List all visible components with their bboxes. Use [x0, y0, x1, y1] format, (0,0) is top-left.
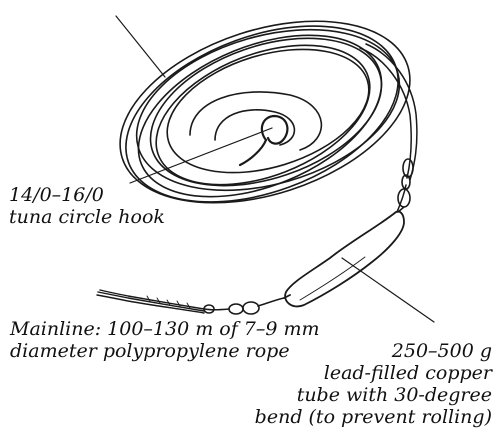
- weight-label-material: lead-filled copper: [192, 362, 492, 384]
- mainline-rope: [97, 290, 204, 313]
- leader-top: [116, 16, 165, 77]
- hook-label: 14/0–16/0 tuna circle hook: [9, 184, 165, 228]
- weight-label: 250–500 g lead-filled copper tube with 3…: [192, 340, 492, 428]
- weight-label-bend: tube with 30-degree: [192, 384, 492, 406]
- hook-label-size: 14/0–16/0: [9, 184, 165, 206]
- snap-clip: [204, 298, 284, 314]
- hook-label-type: tuna circle hook: [9, 206, 165, 228]
- leader-weight: [342, 258, 434, 322]
- leader-lines: [116, 16, 434, 322]
- mainline-label-length: Mainline: 100–130 m of 7–9 mm: [10, 318, 320, 340]
- weight-label-purpose: bend (to prevent rolling): [192, 406, 492, 428]
- circle-hook: [240, 116, 287, 165]
- weight-label-mass: 250–500 g: [192, 340, 492, 362]
